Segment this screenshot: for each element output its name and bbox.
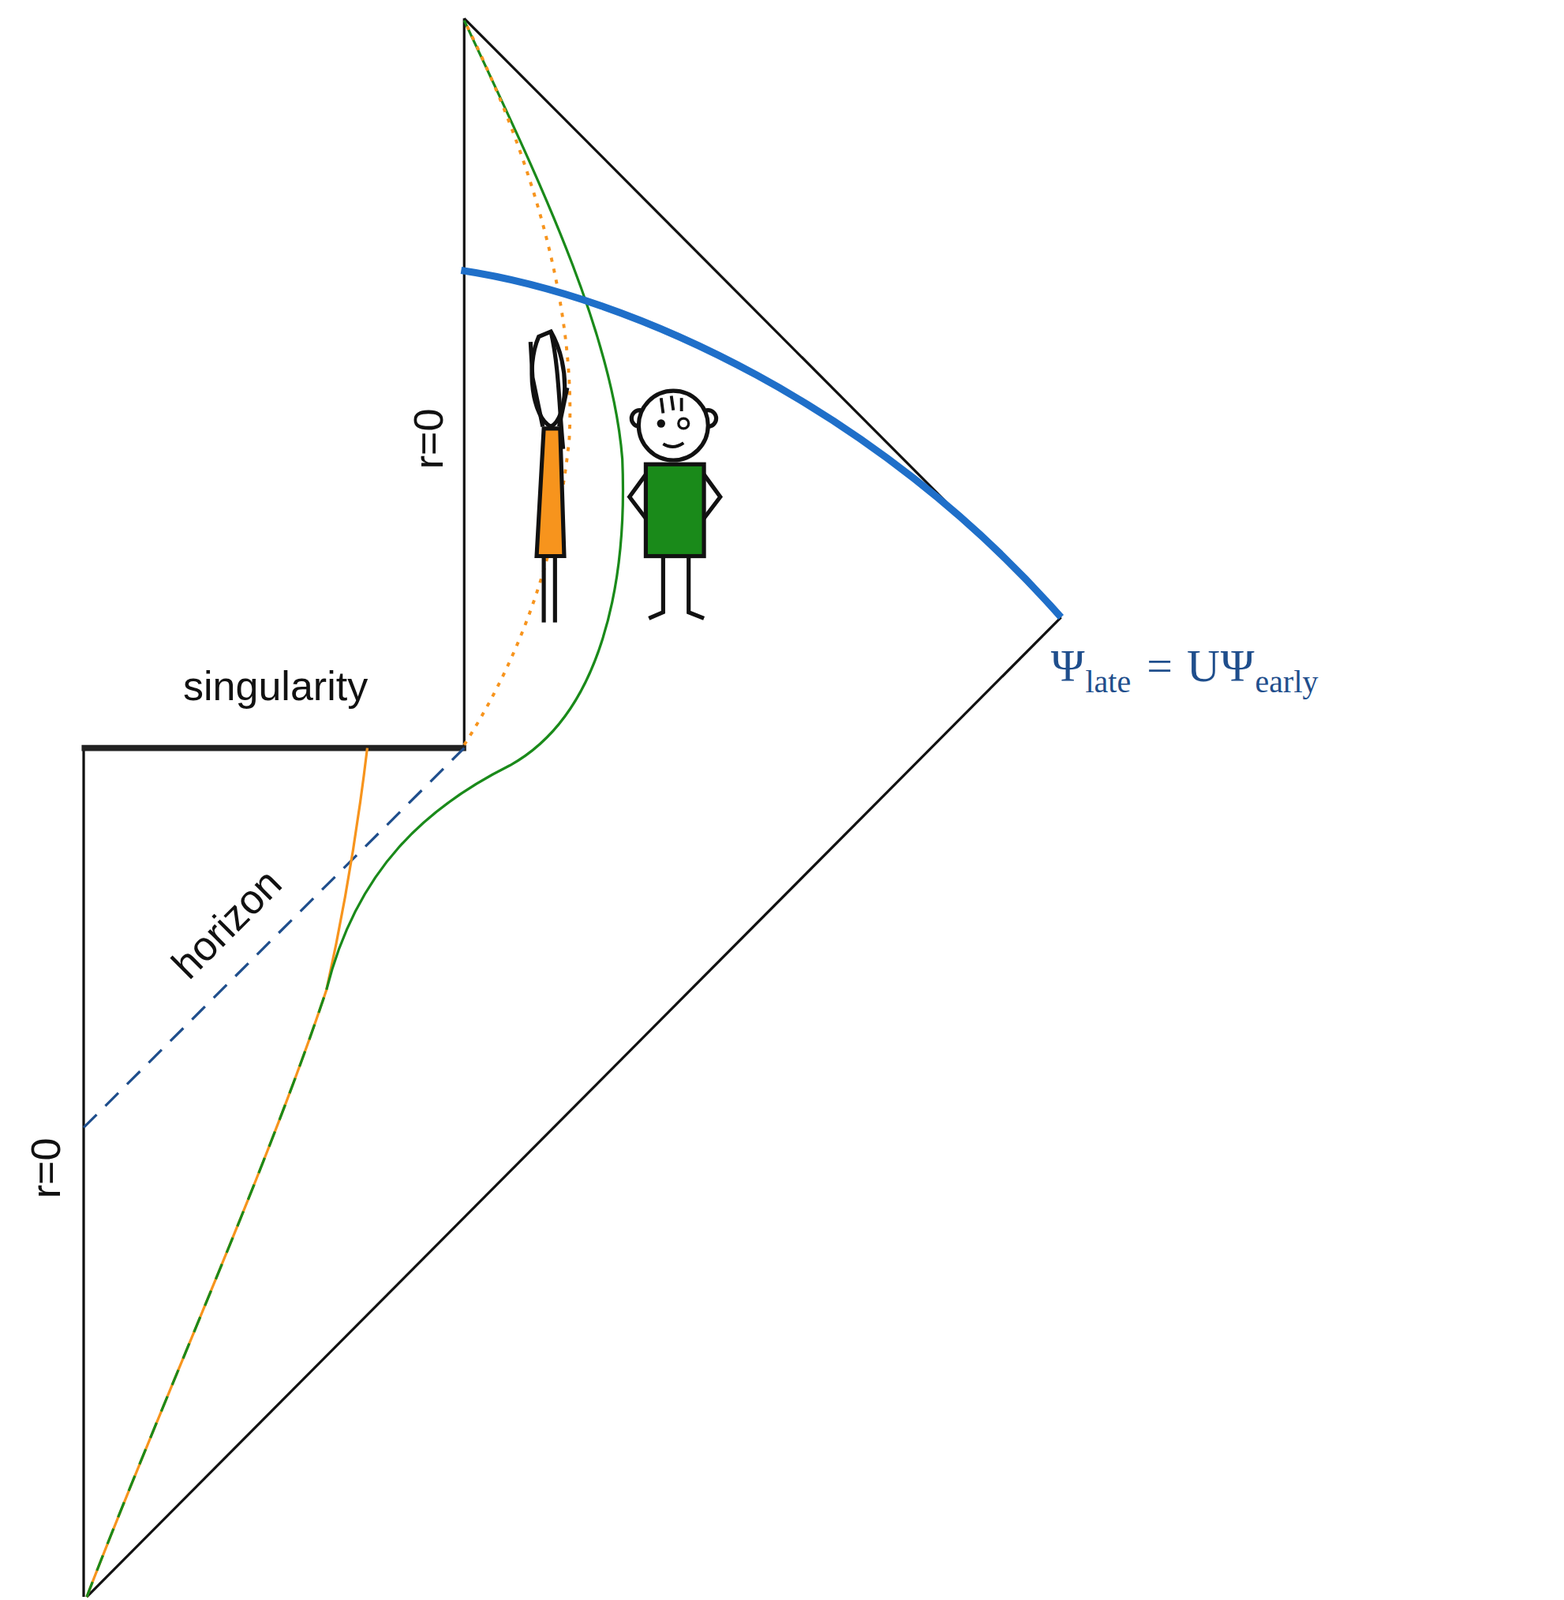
equation-symbol: U	[1186, 643, 1220, 689]
observer-path-dashed	[86, 989, 327, 1597]
equation-subscript: late	[1085, 666, 1131, 698]
origin-label: r=0	[407, 408, 449, 470]
woman-figure	[530, 331, 568, 622]
horizon-label: horizon	[164, 860, 289, 985]
man-figure	[629, 390, 721, 618]
interior-path	[463, 20, 570, 745]
horizon-line	[83, 748, 464, 1128]
late-slice	[460, 270, 1061, 618]
equation-subscript: early	[1255, 666, 1319, 698]
equation: Ψlate=UΨearly	[1051, 643, 1321, 689]
equation-symbol: Ψ	[1051, 643, 1086, 689]
origin-line-lower	[82, 748, 85, 1598]
equation-symbol: Ψ	[1220, 643, 1255, 689]
singularity-label: singularity	[183, 665, 368, 707]
singularity-line	[81, 744, 466, 752]
origin-line-upper	[463, 18, 466, 748]
origin-label: r=0	[25, 1137, 67, 1199]
equation-symbol: =	[1146, 643, 1173, 689]
infalling-path	[86, 748, 368, 1598]
past-null-infinity	[86, 617, 1062, 1597]
observer-path	[326, 20, 624, 990]
